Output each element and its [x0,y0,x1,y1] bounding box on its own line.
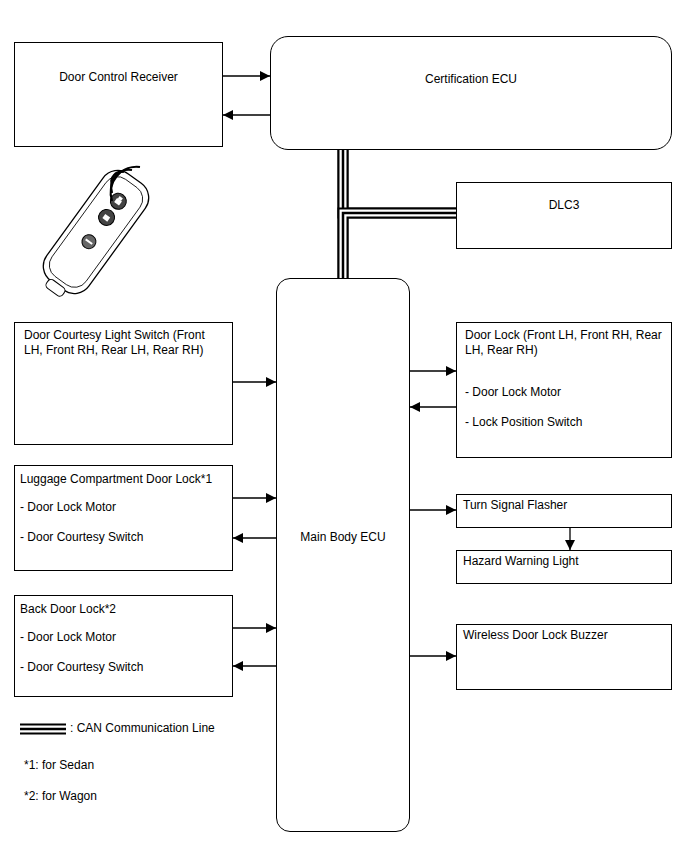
arrow-line [410,509,456,510]
signal-arrow [233,666,276,667]
can-stroke [343,213,456,278]
arrow-line [410,370,456,371]
arrow-line [410,655,456,656]
signal-arrow [233,628,276,629]
node-text: - Door Courtesy Switch [20,660,226,675]
arrow-line [233,381,276,382]
ecu-box: Certification ECU [270,36,672,150]
door-lock-box: Door Lock (Front LH, Front RH, Rear LH, … [456,322,672,458]
can-stroke [343,150,456,213]
arrow-line [569,528,570,550]
light-box: Hazard Warning Light [456,550,672,584]
can-stroke [343,150,456,213]
signal-arrow [410,656,456,657]
node-text: Door Control Receiver [23,70,214,85]
switch-box: Door Courtesy Light Switch (Front LH, Fr… [14,322,233,445]
arrow-line [223,114,270,115]
node-text: Certification ECU [279,72,663,87]
key-fob [31,163,155,307]
node-text: Main Body ECU [281,530,405,545]
arrow-line [233,627,276,628]
can-stroke [343,150,456,213]
node-text: Wireless Door Lock Buzzer [463,628,665,643]
door-lock-box: Back Door Lock*2 - Door Lock Motor - Door … [14,595,233,697]
node-text: - Door Courtesy Switch [20,530,226,545]
signal-arrow [223,76,270,77]
node-text: - Door Lock Motor [465,385,665,400]
arrow-line [223,75,270,76]
node-text: Back Door Lock*2 [20,602,226,617]
node-text: - Lock Position Switch [465,415,665,430]
arrow-line [233,665,276,666]
can-line [343,150,456,213]
signal-arrow [233,498,276,499]
signal-arrow [233,538,276,539]
connector-box: DLC3 [456,182,672,249]
arrow-line [233,497,276,498]
buzzer-box: Wireless Door Lock Buzzer [456,624,672,690]
node-text: DLC3 [465,198,663,213]
legend-text: : CAN Communication Line [70,721,215,736]
signal-arrow [410,510,456,511]
can-legend-sample [20,729,66,730]
signal-arrow [223,115,270,116]
node-text: - Door Lock Motor [20,630,226,645]
node-text: Luggage Compartment Door Lock*1 [20,472,226,487]
arrow-line [233,537,276,538]
can-stroke [343,213,456,278]
node-text: Door Lock (Front LH, Front RH, Rear LH, … [465,328,665,358]
flasher-box: Turn Signal Flasher [456,494,672,528]
receiver-box: Door Control Receiver [14,42,223,147]
footnote: *2: for Wagon [24,789,97,804]
signal-arrow [410,371,456,372]
node-text: Turn Signal Flasher [463,498,665,513]
signal-arrow [410,407,456,408]
signal-arrow [233,382,276,383]
can-stroke [343,213,456,278]
signal-waves [111,167,140,201]
node-text: Door Courtesy Light Switch (Front LH, Fr… [24,328,226,358]
node-text: Hazard Warning Light [463,554,665,569]
signal-arrow [570,528,571,550]
door-lock-box: Luggage Compartment Door Lock*1 - Door Lo… [14,465,233,571]
ecu-box: Main Body ECU [276,278,410,832]
can-line [343,213,456,278]
node-text: - Door Lock Motor [20,500,226,515]
arrow-line [410,406,456,407]
footnote: *1: for Sedan [24,758,94,773]
